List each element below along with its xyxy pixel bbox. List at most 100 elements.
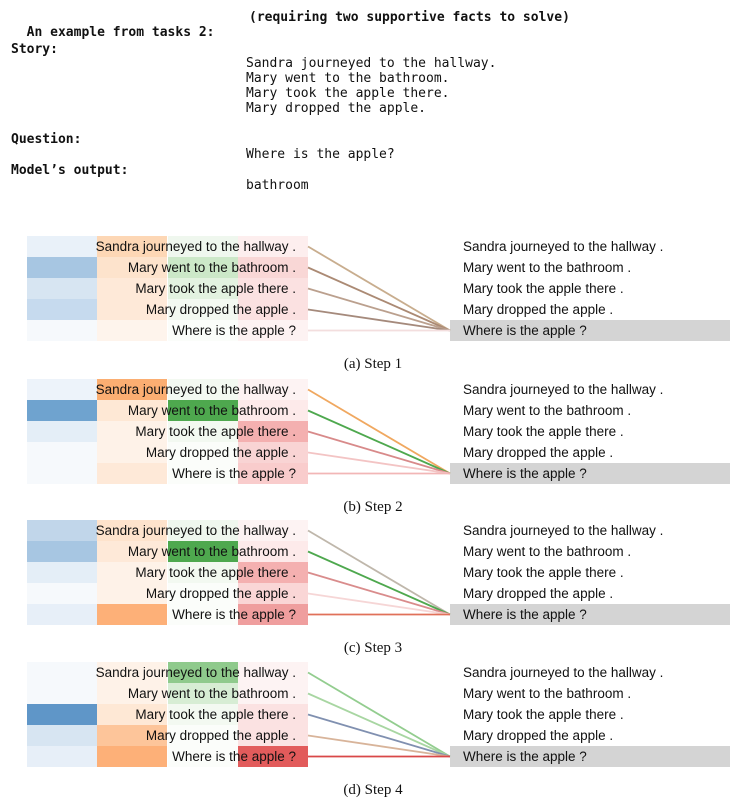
- question-label: Question:: [11, 132, 82, 147]
- right-sentence: Where is the apple ?: [463, 749, 587, 764]
- left-sentence: Sandra journeyed to the hallway .: [95, 382, 296, 397]
- orange-attention-cell: [97, 725, 167, 746]
- left-sentence: Mary dropped the apple .: [145, 586, 296, 601]
- blue-attention-cell: [27, 662, 97, 683]
- right-sentence: Mary went to the bathroom .: [463, 686, 632, 701]
- attention-lines: [307, 245, 451, 332]
- orange-attention-cell: [97, 400, 167, 421]
- attention-line: [307, 266, 451, 332]
- red-attention-cell: [238, 236, 308, 257]
- left-sentence: Mary took the apple there .: [135, 707, 296, 722]
- attention-line: [307, 409, 451, 475]
- green-attention-cell: [168, 379, 238, 400]
- red-attention-cell: [238, 463, 308, 484]
- red-attention-cell: [238, 604, 308, 625]
- blue-attention-cell: [27, 278, 97, 299]
- blue-attention-cell: [27, 746, 97, 767]
- step-panel-1: Sandra journeyed to the hallway . Mary we…: [0, 236, 746, 379]
- green-attention-cell: [168, 725, 238, 746]
- red-attention-cell: [238, 278, 308, 299]
- step-panel-4: Sandra journeyed to the hallway . Mary we…: [0, 662, 746, 805]
- step-caption: (d) Step 4: [343, 782, 403, 798]
- attention-line: [307, 571, 451, 616]
- right-sentence: Where is the apple ?: [463, 466, 587, 481]
- blue-attention-cell: [27, 683, 97, 704]
- orange-attention-cell: [97, 683, 167, 704]
- attention-lines: [307, 671, 451, 758]
- green-attention-cell: [168, 662, 238, 683]
- blue-attention-cell: [27, 379, 97, 400]
- orange-attention-cell: [97, 704, 167, 725]
- green-attention-cell: [168, 604, 238, 625]
- orange-attention-cell: [97, 583, 167, 604]
- red-attention-cell: [238, 520, 308, 541]
- green-attention-cell: [168, 704, 238, 725]
- blue-attention-cell: [27, 541, 97, 562]
- query-highlight: [450, 604, 730, 625]
- blue-attention-cell: [27, 463, 97, 484]
- orange-attention-cell: [97, 299, 167, 320]
- attention-line: [307, 529, 451, 616]
- orange-attention-cell: [97, 278, 167, 299]
- right-sentence: Sandra journeyed to the hallway .: [463, 382, 664, 397]
- left-sentence: Where is the apple ?: [172, 466, 296, 481]
- right-sentence: Mary went to the bathroom .: [463, 544, 632, 559]
- red-attention-cell: [238, 400, 308, 421]
- query-highlight: [450, 746, 730, 767]
- left-sentence: Sandra journeyed to the hallway .: [95, 665, 296, 680]
- right-sentence: Mary went to the bathroom .: [463, 260, 632, 275]
- left-sentence: Mary took the apple there .: [135, 565, 296, 580]
- left-sentence: Where is the apple ?: [172, 749, 296, 764]
- left-sentence: Mary went to the bathroom .: [127, 544, 296, 559]
- left-sentence: Mary went to the bathroom .: [127, 686, 296, 701]
- example-note: (requiring two supportive facts to solve…: [249, 10, 570, 25]
- step-panel-3: Sandra journeyed to the hallway . Mary we…: [0, 520, 746, 663]
- example-label: An example from tasks 2:: [26, 25, 215, 40]
- left-sentence: Where is the apple ?: [172, 323, 296, 338]
- left-sentence: Mary took the apple there .: [135, 424, 296, 439]
- green-attention-cell: [168, 541, 238, 562]
- blue-attention-cell: [27, 320, 97, 341]
- right-sentence: Sandra journeyed to the hallway .: [463, 239, 664, 254]
- right-sentence: Mary went to the bathroom .: [463, 403, 632, 418]
- red-attention-cell: [238, 725, 308, 746]
- question-text: Where is the apple?: [246, 147, 395, 162]
- green-attention-cell: [168, 520, 238, 541]
- attention-line: [307, 451, 451, 475]
- left-sentence: Mary dropped the apple .: [145, 302, 296, 317]
- blue-attention-cell: [27, 236, 97, 257]
- red-attention-cell: [238, 662, 308, 683]
- orange-attention-cell: [97, 421, 167, 442]
- right-sentence: Sandra journeyed to the hallway .: [463, 523, 664, 538]
- green-attention-cell: [168, 257, 238, 278]
- green-attention-cell: [168, 442, 238, 463]
- right-sentence: Mary took the apple there .: [463, 424, 624, 439]
- red-attention-cell: [238, 583, 308, 604]
- right-sentence: Where is the apple ?: [463, 323, 587, 338]
- left-sentence: Mary took the apple there .: [135, 281, 296, 296]
- blue-attention-cell: [27, 421, 97, 442]
- right-sentence: Mary dropped the apple .: [463, 586, 614, 601]
- blue-attention-cell: [27, 704, 97, 725]
- query-highlight: [450, 463, 730, 484]
- example-header: An example from tasks 2:: [11, 10, 215, 40]
- attention-line: [307, 308, 451, 332]
- right-sentence: Mary dropped the apple .: [463, 445, 614, 460]
- green-attention-cell: [168, 746, 238, 767]
- attention-line: [307, 245, 451, 332]
- attention-line: [307, 734, 451, 758]
- step-caption: (a) Step 1: [343, 356, 403, 372]
- step-caption: (b) Step 2: [343, 499, 403, 515]
- orange-attention-cell: [97, 541, 167, 562]
- blue-attention-cell: [27, 562, 97, 583]
- green-attention-cell: [168, 463, 238, 484]
- green-attention-cell: [168, 421, 238, 442]
- green-attention-cell: [168, 400, 238, 421]
- red-attention-cell: [238, 442, 308, 463]
- attention-line: [307, 388, 451, 475]
- output-label: Model’s output:: [11, 163, 129, 178]
- story-line-4: Mary dropped the apple.: [246, 101, 427, 116]
- red-attention-cell: [238, 683, 308, 704]
- orange-attention-cell: [97, 320, 167, 341]
- left-sentence: Sandra journeyed to the hallway .: [95, 239, 296, 254]
